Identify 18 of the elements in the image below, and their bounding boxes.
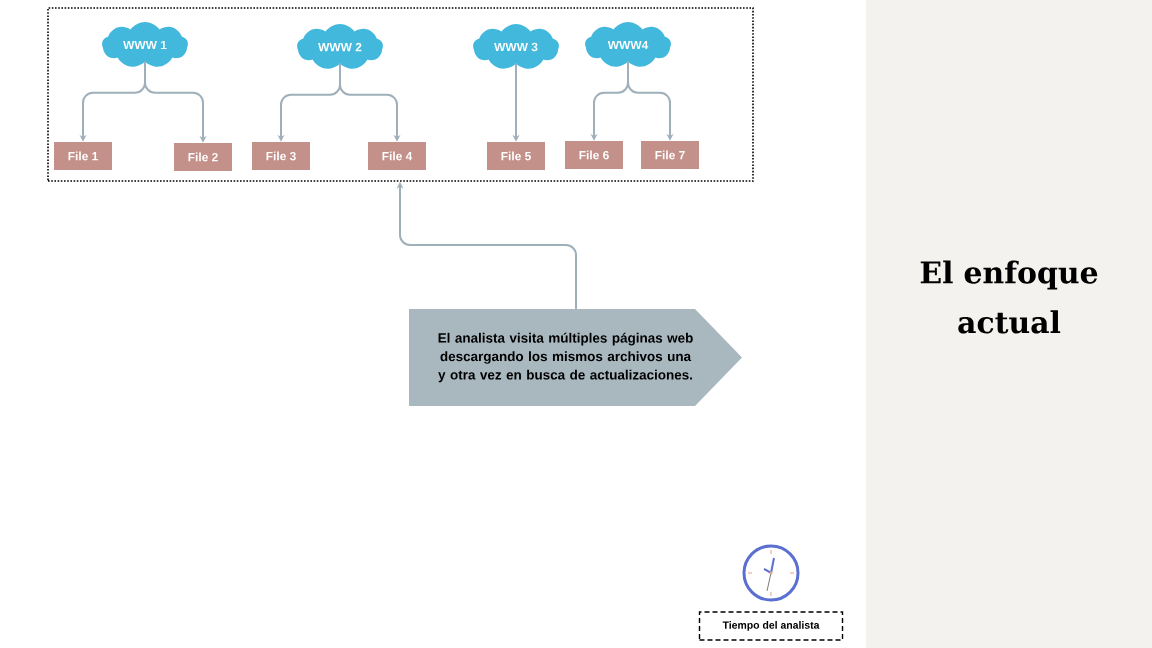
cloud: WWW 1 <box>102 22 188 67</box>
arrow <box>339 62 401 142</box>
title-panel: El enfoque actual <box>866 0 1152 648</box>
cloud: WWW4 <box>585 22 671 67</box>
arrow <box>627 60 674 141</box>
label-box: Tiempo del analista <box>698 611 844 641</box>
file-box: File 3 <box>252 142 310 170</box>
cloud: WWW 3 <box>473 24 559 69</box>
file-box: File 4 <box>368 142 426 170</box>
file-box: File 7 <box>641 141 699 169</box>
file-box: File 2 <box>174 143 232 171</box>
arrow <box>144 60 207 143</box>
file-box: File 5 <box>487 142 545 170</box>
cloud: WWW 2 <box>297 24 383 69</box>
dotted-frame <box>47 7 754 182</box>
file-box: File 6 <box>565 141 623 169</box>
file-box: File 1 <box>54 142 112 170</box>
arrow-callout: El analista visita múltiples páginas web descargando los mismos archivos una y otra vez en busca de actualizaciones. <box>409 309 742 406</box>
